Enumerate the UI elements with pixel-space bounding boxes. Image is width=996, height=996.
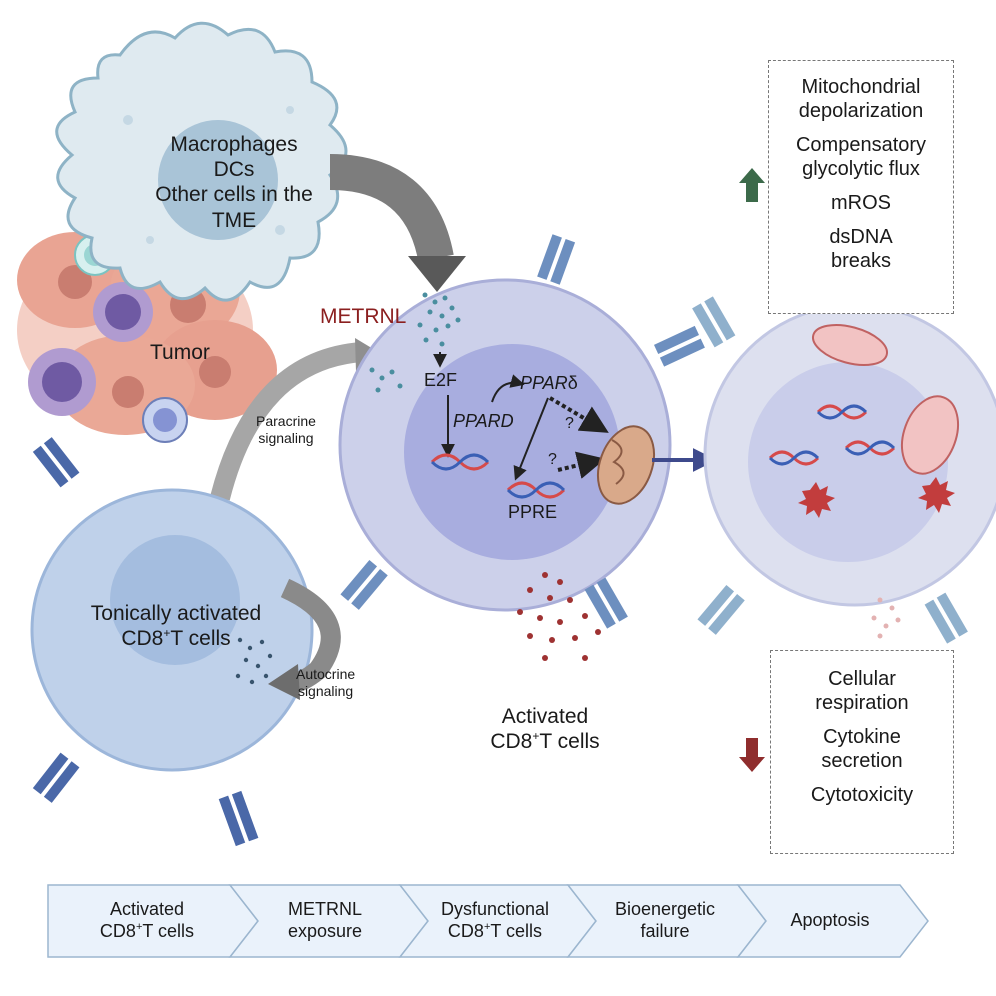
decrease-item: secretion — [821, 750, 903, 772]
progression-step: Activated CD8+T cells — [99, 899, 195, 941]
progression-step: Apoptosis — [790, 910, 870, 931]
progression-step: Dysfunctional CD8+T cells — [440, 899, 550, 941]
autocrine-particles — [235, 637, 273, 685]
ppardelta-label: PPARδ — [520, 373, 578, 393]
tumor-label: Tumor — [150, 341, 210, 364]
increase-item: Compensatory — [795, 134, 927, 156]
increase-item: breaks — [830, 250, 892, 272]
pparD-label: PPARD — [453, 411, 514, 431]
paracrine-arrow — [210, 342, 363, 501]
signal-arrowhead — [408, 256, 466, 292]
increase-item: dsDNA — [829, 226, 893, 248]
increase-box: Mitochondrial depolarization Compensator… — [768, 60, 954, 314]
metrnl-particles — [369, 292, 461, 393]
tonic-cell-label: Tonically activated CD8+T cells — [90, 602, 262, 651]
increase-item: glycolytic flux — [802, 158, 920, 180]
macrophage-label: Macrophages DCs Other cells in the TME — [155, 133, 313, 232]
ppre-label: PPRE — [508, 502, 558, 522]
faded-cytokine-particles — [871, 597, 901, 639]
mitochondrion-icon — [596, 425, 656, 505]
decrease-item: Cytotoxicity — [810, 784, 914, 806]
e2f-label: E2F — [424, 370, 458, 390]
cytokine-particles — [517, 572, 601, 661]
increase-item: Mitochondrial — [801, 76, 921, 98]
decrease-item: Cellular — [828, 668, 896, 690]
increase-item: mROS — [831, 192, 891, 214]
dysfunctional-t-cell — [703, 303, 996, 607]
macrophage-cell — [55, 21, 348, 302]
unknown-mark: ? — [565, 415, 574, 432]
activated-cell-label: Activated CD8+T cells — [490, 705, 600, 754]
activated-t-cell — [338, 278, 672, 612]
dna-helix — [430, 453, 566, 499]
tumor-immune-cell — [28, 234, 188, 443]
progression-bar — [47, 884, 929, 958]
tcr-receptor — [692, 296, 968, 644]
increase-item: depolarization — [798, 100, 924, 122]
unknown-mark: ? — [548, 451, 557, 468]
decrease-item: Cytokine — [823, 726, 901, 748]
decrease-arrow-icon — [739, 738, 765, 772]
decrease-item: respiration — [815, 692, 909, 714]
tcr-receptor — [340, 234, 705, 629]
tonic-t-cell — [30, 488, 314, 772]
signal-arrow — [329, 154, 454, 262]
decrease-box: Cellular respiration Cytokine secretion … — [770, 650, 954, 854]
metrnl-label: METRNL — [320, 305, 407, 328]
tcr-receptor — [32, 437, 259, 847]
increase-arrow-icon — [739, 168, 765, 202]
